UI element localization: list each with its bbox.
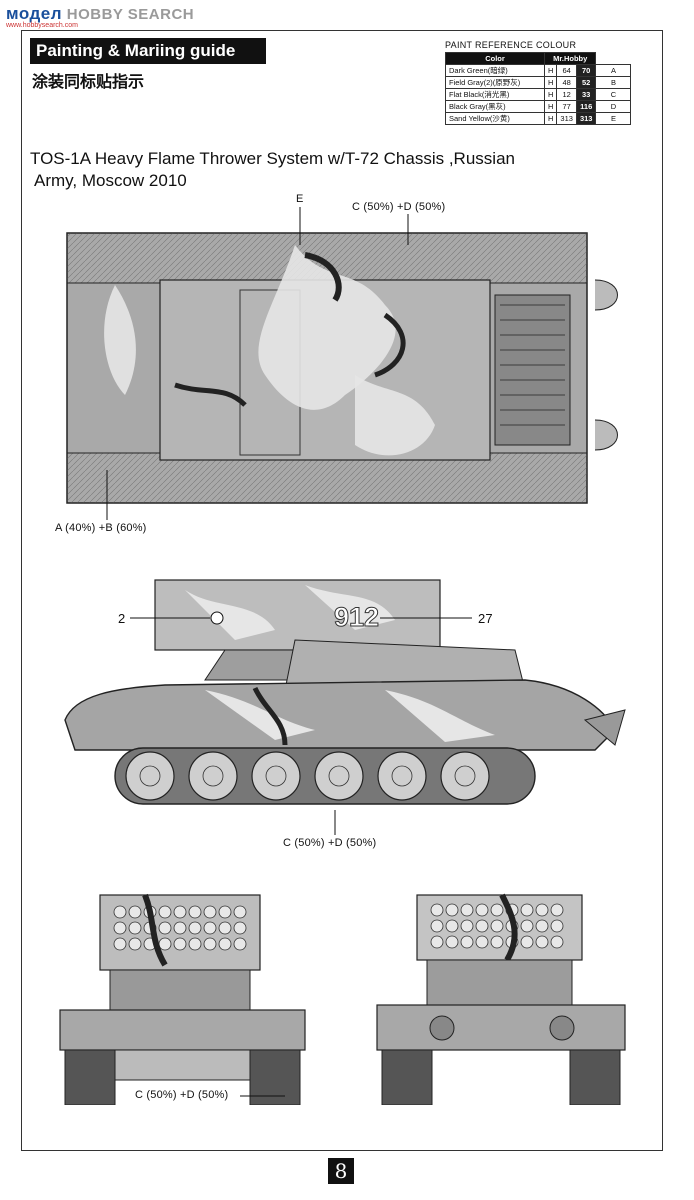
row-num: 313 [556, 112, 577, 125]
callout-decal-2: 2 [118, 611, 126, 626]
row-prefix: H [543, 76, 558, 89]
table-row: Flat Black(消光黑) H 12 33 C [445, 88, 632, 101]
header-mr-hobby: Mr.Hobby [543, 52, 597, 65]
rear-view-illustration [376, 893, 626, 1105]
page-frame [21, 30, 663, 1151]
callout-decal-27: 27 [478, 611, 493, 626]
watermark-text: HOBBY SEARCH [66, 6, 195, 23]
row-code: 116 [575, 100, 597, 113]
row-prefix: H [543, 100, 558, 113]
guide-title: Painting & Mariing guide [30, 38, 266, 64]
vehicle-title: TOS-1A Heavy Flame Thrower System w/T-72… [30, 148, 630, 192]
table-row: Black Gray(黑灰) H 77 116 D [445, 100, 632, 113]
callout-leaders-side [130, 611, 472, 835]
row-code: 52 [575, 76, 597, 89]
row-letter: E [595, 112, 632, 125]
vehicle-title-line2: Army, Moscow 2010 [34, 171, 187, 190]
callout-decal-912: 912 [333, 602, 380, 633]
table-row: Field Gray(2)(原野灰) H 48 52 B [445, 76, 632, 89]
callout-side-cd: C (50%) +D (50%) [283, 837, 377, 849]
callout-e: E [296, 193, 304, 205]
watermark-logo-glyph: модел [6, 4, 63, 23]
callout-top-ab: A (40%) +B (60%) [55, 522, 147, 534]
paint-reference-table: Color Mr.Hobby Dark Green(暗绿) H 64 70 A … [445, 52, 632, 125]
top-view-illustration [66, 232, 618, 504]
callout-front-cd: C (50%) +D (50%) [135, 1089, 229, 1101]
paint-reference-title: PAINT REFERENCE COLOUR [445, 40, 577, 50]
vehicle-title-line1: TOS-1A Heavy Flame Thrower System w/T-72… [30, 149, 515, 168]
front-view-illustration [59, 893, 306, 1105]
callout-top-cd: C (50%) +D (50%) [352, 201, 446, 213]
side-view-illustration [64, 579, 626, 805]
paint-table-header: Color Mr.Hobby [445, 52, 632, 65]
watermark-url: www.hobbysearch.com [6, 22, 78, 29]
table-row: Sand Yellow(沙黄) H 313 313 E [445, 112, 632, 125]
row-prefix: H [543, 112, 558, 125]
callout-leaders-top [106, 207, 409, 520]
watermark-logo: модел HOBBY SEARCH [6, 4, 194, 24]
callout-leaders-front [240, 1095, 285, 1097]
row-code: 33 [575, 88, 597, 101]
guide-subtitle: 涂装同标贴指示 [32, 72, 145, 91]
page-number: 8 [328, 1158, 354, 1184]
